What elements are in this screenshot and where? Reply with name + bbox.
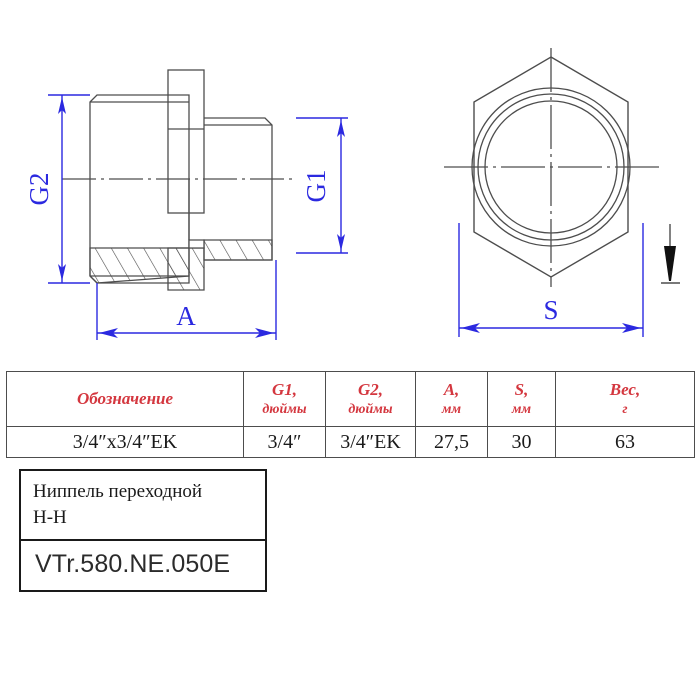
side-view-collar: [167, 69, 205, 214]
cell-g2: 3/4″EK: [325, 426, 416, 458]
header-line2: дюймы: [262, 401, 307, 417]
dimension-label-g2: G2: [24, 173, 54, 206]
table-row: 3/4″x3/4″EK 3/4″ 3/4″EK 27,5 30 63: [6, 426, 695, 458]
product-name-line1: Ниппель переходной: [33, 481, 203, 502]
header-line1: G2,: [357, 380, 384, 400]
dimension-label-a: A: [176, 301, 196, 331]
table-header-a: A, мм: [415, 371, 488, 427]
end-view: S: [444, 48, 680, 337]
cell-designation: 3/4″x3/4″EK: [6, 426, 244, 458]
header-line1: A,: [443, 380, 460, 400]
cad-drawing: G2 G1 A: [24, 48, 680, 340]
dimension-s: S: [458, 223, 644, 337]
table-header-row: Обозначение G1, дюймы G2, дюймы A, мм S,…: [6, 371, 695, 427]
cell-a: 27,5: [415, 426, 488, 458]
cell-g1: 3/4″: [243, 426, 326, 458]
side-view-hatch-right: [203, 239, 273, 261]
down-arrow-icon: [661, 224, 680, 284]
cell-s: 30: [487, 426, 556, 458]
dimension-label-s: S: [543, 295, 558, 325]
product-name-row: Ниппель переходной Н-Н: [21, 471, 265, 542]
dimension-a: A: [96, 260, 277, 340]
side-view-small-body-outline: [204, 117, 273, 261]
side-view-step-edge: [188, 239, 205, 249]
dimension-label-g1: G1: [301, 170, 331, 203]
header-line1: Обозначение: [76, 389, 174, 409]
article-code-row: VTr.580.NE.050E: [35, 550, 231, 579]
header-line1: Вес,: [609, 380, 641, 400]
side-view: G2 G1 A: [24, 69, 348, 340]
table-header-g2: G2, дюймы: [325, 371, 416, 427]
header-line1: S,: [514, 380, 529, 400]
product-name-box: Ниппель переходной Н-Н VTr.580.NE.050E: [19, 469, 267, 593]
specification-table: Обозначение G1, дюймы G2, дюймы A, мм S,…: [6, 371, 695, 458]
header-line2: мм: [511, 401, 532, 417]
dimension-g1: G1: [296, 117, 348, 254]
header-line2: г: [622, 401, 628, 417]
header-line1: G1,: [271, 380, 298, 400]
dimension-g2: G2: [24, 94, 90, 284]
table-header-g1: G1, дюймы: [243, 371, 326, 427]
table-header-s: S, мм: [487, 371, 556, 427]
table-header-weight: Вес, г: [555, 371, 695, 427]
cell-weight: 63: [555, 426, 695, 458]
side-view-hatch-step: [167, 247, 205, 291]
product-name-line2: Н-Н: [33, 506, 67, 528]
table-header-designation: Обозначение: [6, 371, 244, 427]
header-line2: дюймы: [348, 401, 393, 417]
header-line2: мм: [441, 401, 462, 417]
